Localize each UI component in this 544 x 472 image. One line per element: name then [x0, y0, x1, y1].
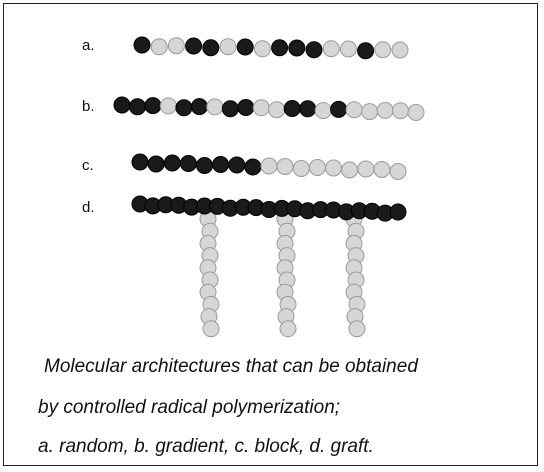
random-chain-black-monomer — [271, 39, 289, 57]
gradient-chain-grey-monomer — [206, 98, 224, 116]
random-chain-grey-monomer — [374, 41, 392, 59]
random-chain-black-monomer — [305, 41, 323, 59]
block-chain-grey-monomer — [292, 160, 310, 177]
random-chain-black-monomer — [236, 38, 254, 56]
caption-line-2: by controlled radical polymerization; — [38, 397, 341, 418]
figure-frame — [3, 3, 538, 466]
block-chain-black-monomer — [179, 155, 197, 172]
random-chain-black-monomer — [133, 36, 151, 54]
block-chain-grey-monomer — [357, 160, 375, 178]
gradient-chain-grey-monomer — [361, 103, 379, 121]
block-chain-grey-monomer — [373, 161, 391, 178]
gradient-chain-grey-monomer — [392, 102, 409, 120]
random-chain-black-monomer — [202, 39, 220, 57]
gradient-chain-black-monomer — [144, 97, 162, 115]
label-graft: d. — [82, 199, 95, 216]
block-chain-black-monomer — [196, 157, 213, 174]
gradient-chain-grey-monomer — [314, 102, 332, 120]
gradient-chain-black-monomer — [175, 99, 193, 117]
gradient-chain-black-monomer — [190, 98, 208, 116]
block-chain-grey-monomer — [341, 161, 359, 179]
block-chain-grey-monomer — [308, 159, 326, 176]
label-random: a. — [82, 37, 95, 54]
graft-branch-3-grey-monomer — [348, 320, 366, 338]
random-chain-black-monomer — [185, 37, 203, 55]
block-chain-black-monomer — [244, 158, 262, 176]
gradient-chain-grey-monomer — [407, 104, 425, 121]
block-chain-black-monomer — [212, 156, 230, 173]
block-chain-black-monomer — [147, 155, 165, 173]
label-gradient: b. — [82, 98, 95, 115]
block-chain-grey-monomer — [325, 159, 342, 177]
gradient-chain-grey-monomer — [345, 101, 363, 119]
gradient-chain-grey-monomer — [159, 97, 177, 115]
random-chain-grey-monomer — [322, 40, 340, 58]
gradient-chain-black-monomer — [330, 100, 348, 118]
random-chain-black-monomer — [357, 42, 375, 60]
block-chain-black-monomer — [131, 153, 149, 171]
gradient-chain-black-monomer — [221, 100, 239, 118]
random-chain-grey-monomer — [150, 38, 168, 56]
graft-branch-1-grey-monomer — [202, 320, 220, 338]
gradient-chain-grey-monomer — [268, 101, 286, 119]
random-chain-grey-monomer — [391, 41, 409, 59]
gradient-chain-black-monomer — [113, 96, 131, 114]
gradient-chain-black-monomer — [237, 99, 255, 116]
block-chain-grey-monomer — [276, 158, 294, 175]
caption-line-1: Molecular architectures that can be obta… — [44, 356, 418, 377]
gradient-chain-black-monomer — [299, 100, 317, 118]
block-chain-grey-monomer — [260, 157, 278, 175]
block-chain-black-monomer — [228, 156, 246, 174]
random-chain-grey-monomer — [253, 40, 271, 58]
gradient-chain-black-monomer — [283, 100, 301, 117]
gradient-chain-black-monomer — [129, 98, 146, 116]
gradient-chain-grey-monomer — [376, 101, 394, 119]
random-chain-grey-monomer — [219, 38, 237, 56]
block-chain-black-monomer — [163, 154, 181, 172]
graft-backbone-black-monomer — [389, 203, 407, 221]
block-chain-grey-monomer — [389, 163, 407, 180]
random-chain-grey-monomer — [167, 37, 185, 55]
label-block: c. — [82, 157, 94, 174]
graft-branch-2-grey-monomer — [279, 320, 297, 338]
gradient-chain-grey-monomer — [252, 99, 270, 117]
random-chain-grey-monomer — [339, 40, 357, 58]
random-chain-black-monomer — [288, 39, 306, 57]
caption-line-3: a. random, b. gradient, c. block, d. gra… — [38, 436, 374, 457]
